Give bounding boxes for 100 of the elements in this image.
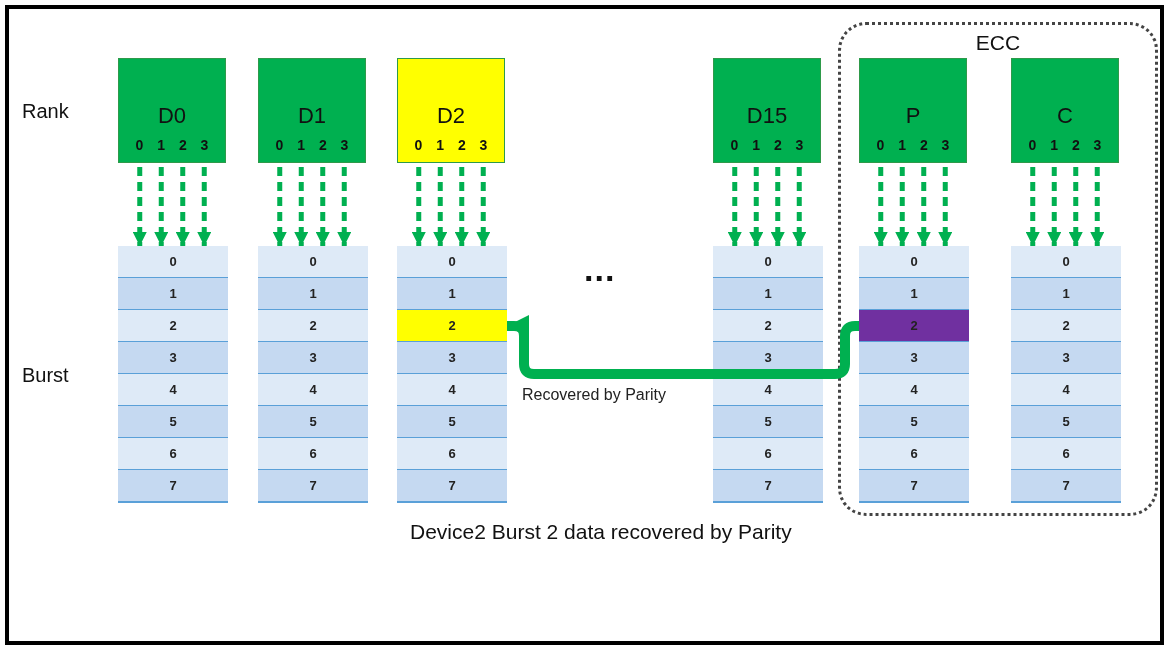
caption: Device2 Burst 2 data recovered by Parity [410,520,792,544]
ellipsis: ... [584,250,616,289]
arrow [197,167,212,246]
arrow [916,167,931,246]
burst-row: 6 [713,438,823,470]
arrow [1090,167,1105,246]
pin-numbers: 0 1 2 3 [135,137,209,153]
burst-row: 7 [258,470,368,502]
pin-numbers: 0 1 2 3 [1028,137,1102,153]
burst-column [397,246,507,503]
burst-row: 5 [859,406,969,438]
burst-row: 1 [397,278,507,310]
burst-row: 7 [859,470,969,502]
pin-numbers: 0 1 2 3 [730,137,804,153]
burst-row: 5 [397,406,507,438]
row-label: Burst [22,364,69,387]
device-box [258,58,366,163]
device-name: D2 [436,103,466,129]
group-title: ECC [974,31,1022,55]
row-label: Rank [22,100,69,123]
burst-row: 6 [1011,438,1121,470]
burst-row: 0 [397,246,507,278]
arrow [294,167,309,246]
burst-row: 3 [118,342,228,374]
burst-row: 3 [258,342,368,374]
burst-row: 6 [258,438,368,470]
burst-column [258,246,368,503]
arrow [1047,167,1062,246]
arrow [411,167,426,246]
burst-row: 3 [1011,342,1121,374]
burst-row: 0 [713,246,823,278]
burst-column [1011,246,1121,503]
device-name: D1 [297,103,327,129]
arrow [433,167,448,246]
burst-row: 2 [713,310,823,342]
arrow [938,167,953,246]
recovery-arrow [507,315,860,379]
arrow [1068,167,1083,246]
device-box [713,58,821,163]
burst-row: 0 [859,246,969,278]
burst-row: 0 [258,246,368,278]
burst-row: 5 [1011,406,1121,438]
device-box [1011,58,1119,163]
burst-row: 0 [1011,246,1121,278]
device-name: D0 [157,103,187,129]
burst-row: 7 [397,470,507,502]
arrow [749,167,764,246]
burst-row: 2 [118,310,228,342]
arrow [895,167,910,246]
burst-row: 6 [118,438,228,470]
device-box [397,58,505,163]
device-name: P [905,103,921,129]
burst-row: 0 [118,246,228,278]
burst-row: 6 [397,438,507,470]
burst-row: 5 [713,406,823,438]
arrow [454,167,469,246]
arrow [315,167,330,246]
burst-row: 4 [258,374,368,406]
arrow [175,167,190,246]
burst-column [713,246,823,503]
arrow [154,167,169,246]
burst-row: 2 [397,310,507,342]
arrow [132,167,147,246]
pin-numbers: 0 1 2 3 [414,137,488,153]
burst-row: 4 [1011,374,1121,406]
device-box [859,58,967,163]
burst-row: 4 [397,374,507,406]
arrow [770,167,785,246]
burst-row: 7 [1011,470,1121,502]
arrow [476,167,491,246]
burst-row: 4 [118,374,228,406]
burst-row: 2 [258,310,368,342]
arrow [873,167,888,246]
arrow [337,167,352,246]
burst-row: 6 [859,438,969,470]
burst-column [118,246,228,503]
pin-numbers: 0 1 2 3 [876,137,950,153]
burst-column [859,246,969,503]
burst-row: 7 [713,470,823,502]
device-box [118,58,226,163]
burst-row: 1 [258,278,368,310]
arrow [272,167,287,246]
pin-numbers: 0 1 2 3 [275,137,349,153]
burst-row: 1 [859,278,969,310]
burst-row: 4 [859,374,969,406]
burst-row: 1 [118,278,228,310]
burst-row: 7 [118,470,228,502]
burst-row: 3 [859,342,969,374]
arrow [792,167,807,246]
arrow [1025,167,1040,246]
burst-row: 1 [1011,278,1121,310]
ecc-group [838,22,1158,516]
burst-row: 5 [118,406,228,438]
burst-row: 2 [1011,310,1121,342]
arrow [727,167,742,246]
burst-row: 3 [397,342,507,374]
burst-row: 5 [258,406,368,438]
burst-row: 2 [859,310,969,342]
burst-row: 1 [713,278,823,310]
edge-label: Recovered by Parity [520,386,669,404]
